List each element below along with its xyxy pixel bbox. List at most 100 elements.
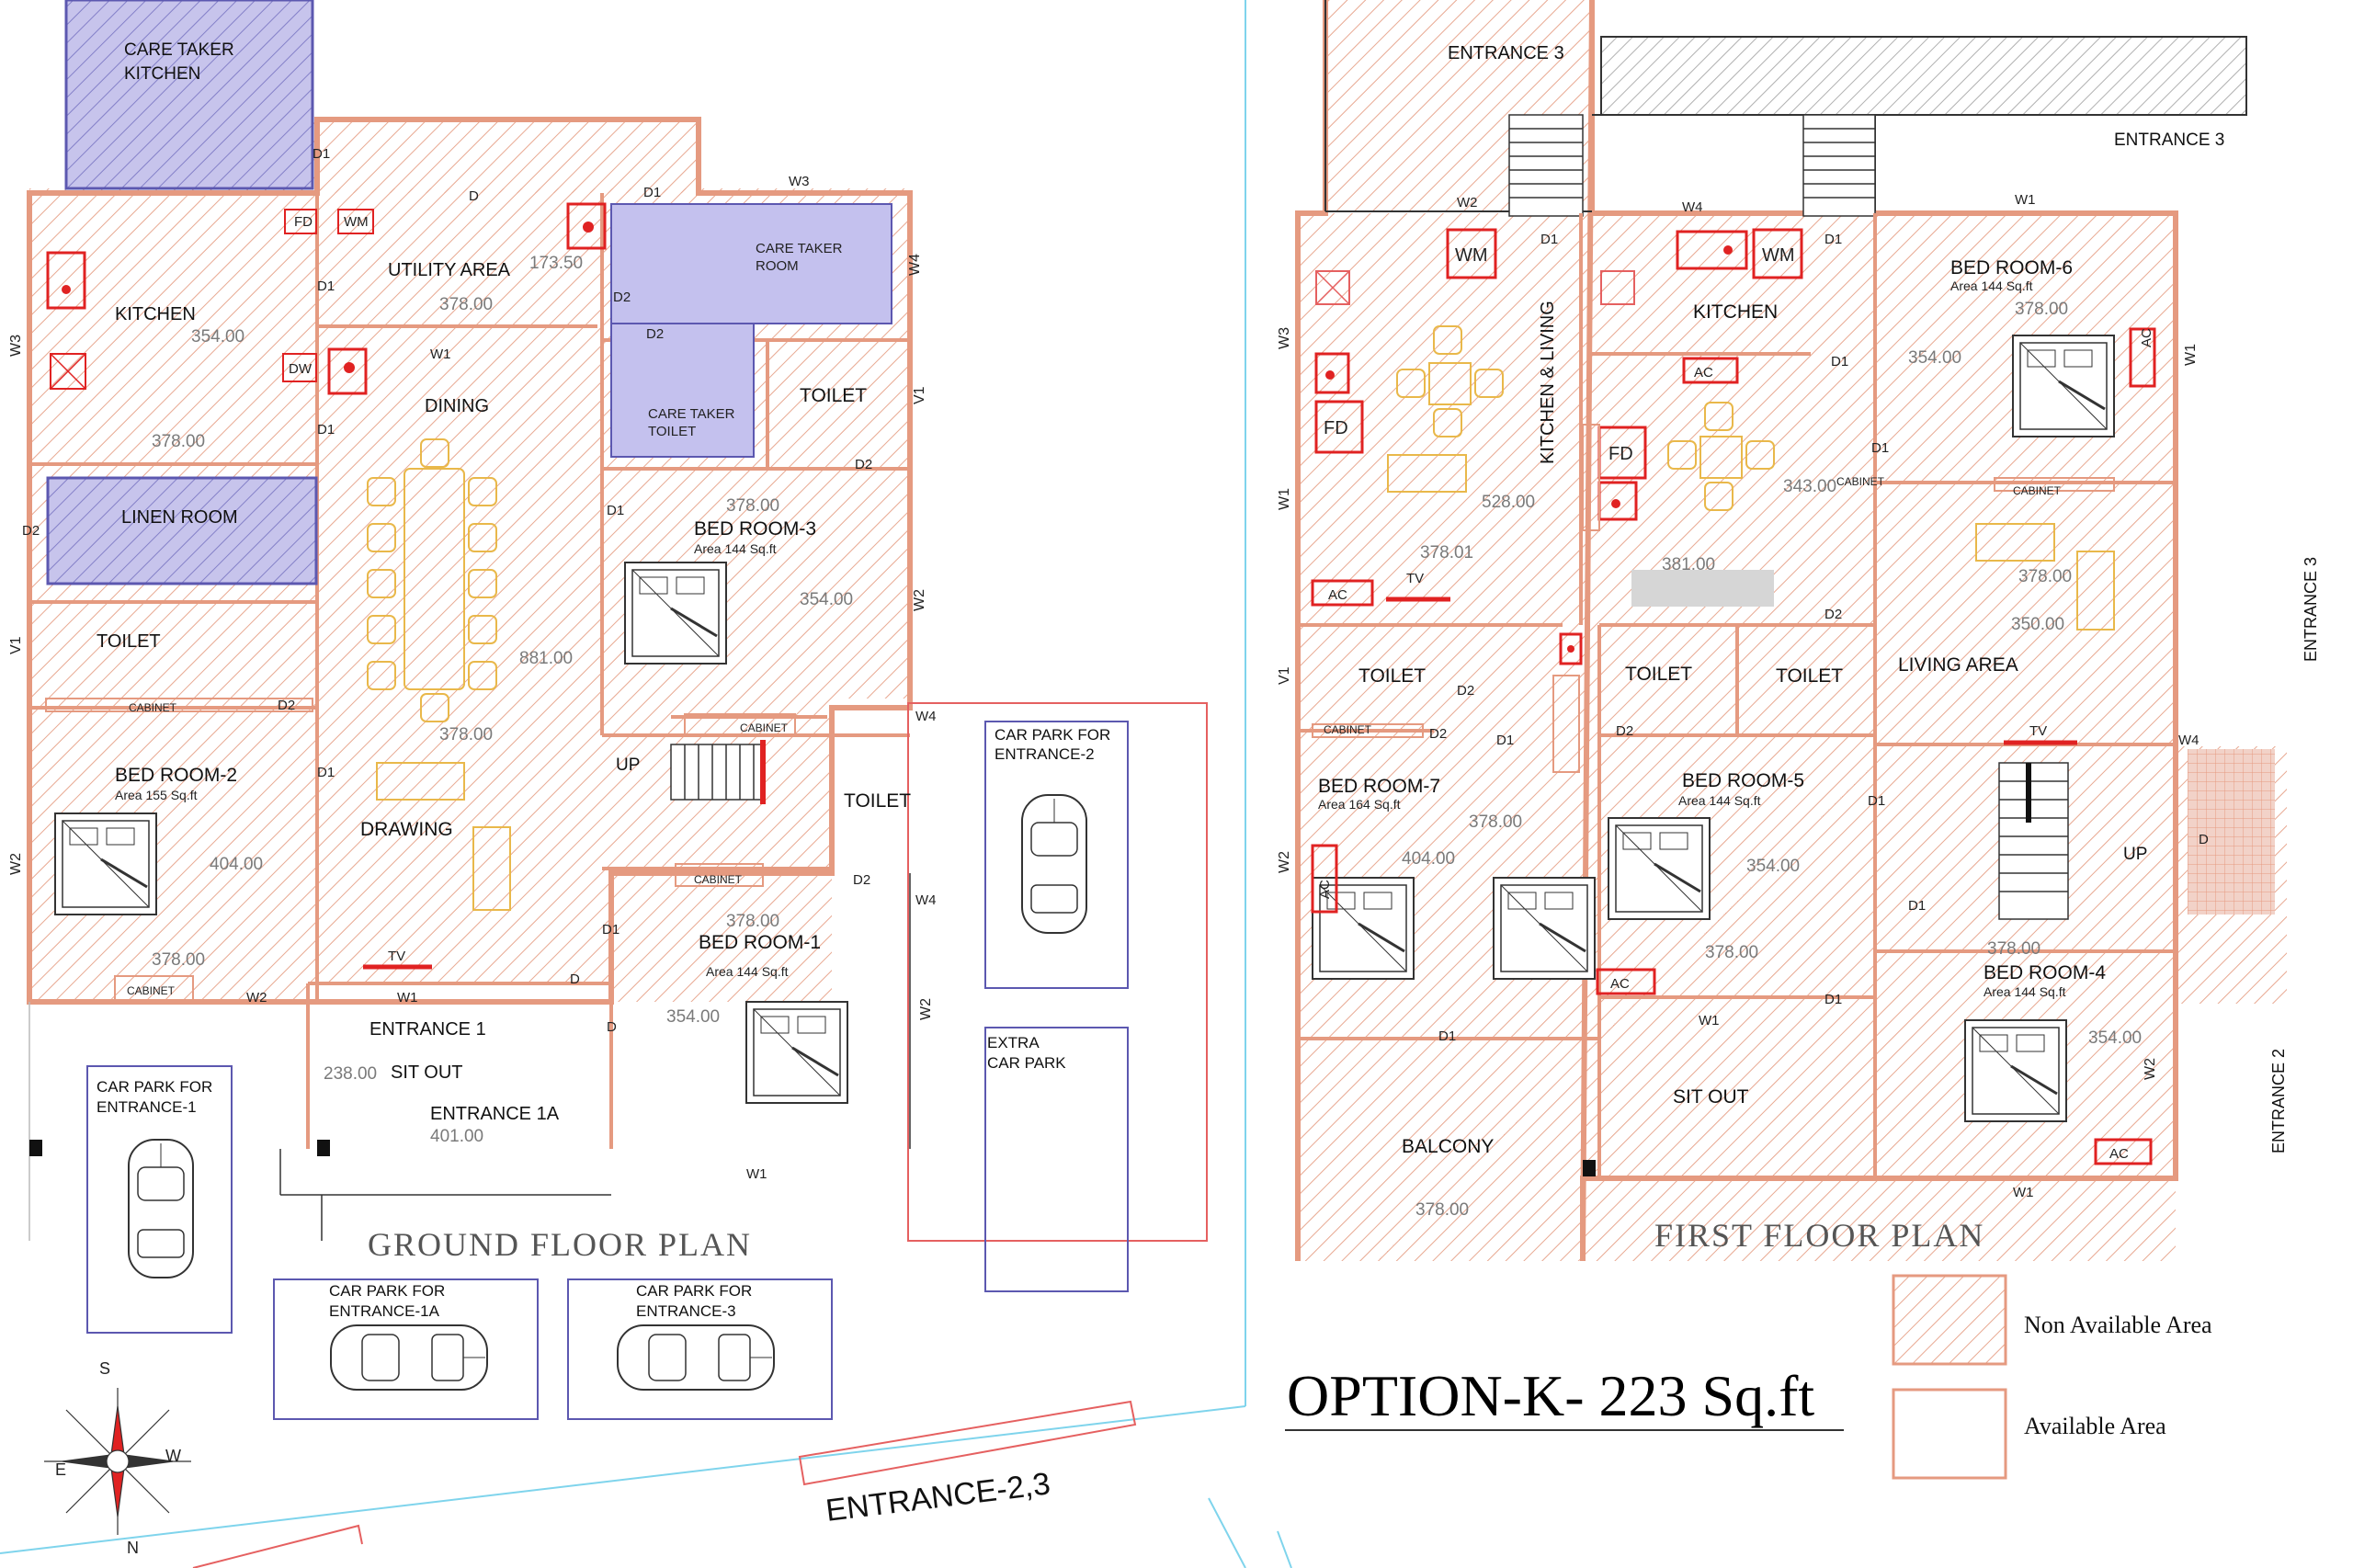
label-carpark-entrance-1-2: ENTRANCE-1 <box>97 1098 197 1116</box>
ff-tag-w4: W4 <box>1682 199 1703 215</box>
ff-tag-w1-c: W1 <box>2013 1185 2034 1200</box>
label-kitchen-living: KITCHEN & LIVING <box>1538 301 1558 464</box>
ff-tag-w2-right: W2 <box>2143 1058 2158 1080</box>
ff-tag-w1-right: W1 <box>2183 344 2199 366</box>
tag-dw: DW <box>289 361 313 377</box>
grid-block <box>2188 749 2275 915</box>
ff-tag-d2-d: D2 <box>1616 723 1633 739</box>
label-caretaker-toilet-2: TOILET <box>648 424 696 439</box>
tag-fd: FD <box>294 214 313 230</box>
ff-tag-wm-b: WM <box>1762 245 1795 266</box>
dim-173-50: 173.50 <box>529 254 583 273</box>
ff-tag-d1-e: D1 <box>1496 733 1514 748</box>
compass-e: E <box>55 1460 66 1479</box>
label-bed-room-5: BED ROOM-5 <box>1682 770 1804 791</box>
tag-d2-e: D2 <box>278 698 295 713</box>
tag-d-entrance: D <box>607 1019 617 1035</box>
label-sit-out: SIT OUT <box>391 1062 463 1083</box>
ground-floor-title: GROUND FLOOR PLAN <box>368 1226 752 1263</box>
dim-354-b: 354.00 <box>800 590 853 609</box>
tag-cabinet-a: CABINET <box>740 722 789 734</box>
ff-tag-d2-a: D2 <box>1824 607 1842 622</box>
dim-378-e: 378.00 <box>152 950 205 970</box>
tag-d2-d: D2 <box>22 523 40 539</box>
dim-ff-343: 343.00 <box>1783 477 1836 496</box>
tag-w2-left: W2 <box>8 853 24 875</box>
ff-tag-d1-d: D1 <box>1871 440 1889 456</box>
first-floor-plan: ENTRANCE 3 ENTRANCE 3 ENTRANCE 3 ENTRANC… <box>1277 0 2320 1262</box>
ff-tag-w1-b: W1 <box>1699 1013 1720 1028</box>
tag-d2-b: D2 <box>646 326 664 342</box>
bed-room-5-bed <box>1607 816 1711 921</box>
label-bed-room-1-area: Area 144 Sq.ft <box>706 964 789 979</box>
entrance-road <box>0 0 1292 1568</box>
ff-tag-d1-g: D1 <box>1908 898 1926 914</box>
tag-d-utility: D <box>469 188 479 204</box>
tag-d2-f: D2 <box>853 872 870 888</box>
ground-floor-plan: CARE TAKER KITCHEN KITCHEN UTILITY AREA … <box>0 0 1292 1568</box>
ff-tag-ac-d: AC <box>2109 1146 2129 1162</box>
label-bed-room-4-area: Area 144 Sq.ft <box>1984 984 2066 999</box>
tag-w3-left: W3 <box>8 335 24 357</box>
label-toilet-right: TOILET <box>800 385 867 406</box>
parking-zones <box>86 702 1208 1420</box>
tag-d1-e: D1 <box>607 503 624 518</box>
label-toilet-mid: TOILET <box>844 790 911 812</box>
tag-w3: W3 <box>789 174 810 189</box>
ff-tag-d1-b: D1 <box>1824 232 1842 247</box>
tag-w2: W2 <box>246 990 267 1006</box>
label-bed-room-7: BED ROOM-7 <box>1318 776 1440 797</box>
label-bed-room-2-area: Area 155 Sq.ft <box>115 788 198 802</box>
label-extra-car-park-1: EXTRA <box>987 1034 1040 1051</box>
label-bed-room-4: BED ROOM-4 <box>1984 962 2106 983</box>
legend-swatch-available <box>1892 1388 2007 1480</box>
tag-d1-g: D1 <box>602 922 620 937</box>
ff-tag-w1-a: W1 <box>2015 192 2036 208</box>
label-bed-room-2: BED ROOM-2 <box>115 765 237 786</box>
ff-tag-tv-a: TV <box>1406 571 1424 586</box>
tag-w4-b: W4 <box>915 892 937 908</box>
label-balcony: BALCONY <box>1402 1136 1494 1157</box>
label-carpark-entrance-1a-1: CAR PARK FOR <box>329 1282 445 1300</box>
car-entrance-1 <box>128 1139 194 1278</box>
dim-ff-404: 404.00 <box>1402 849 1455 869</box>
dim-ff-354-a: 354.00 <box>1908 348 1961 368</box>
label-bed-room-6: BED ROOM-6 <box>1950 257 2073 278</box>
ff-tag-up: UP <box>2123 845 2147 864</box>
label-bed-room-3: BED ROOM-3 <box>694 518 816 540</box>
legend-available-label: Available Area <box>2024 1413 2166 1439</box>
legend: Non Available Area Available Area <box>1892 1274 2212 1480</box>
tag-v1-left: V1 <box>8 636 24 654</box>
label-bed-room-1: BED ROOM-1 <box>699 932 821 953</box>
bed-room-1-bed <box>745 1000 849 1105</box>
label-caretaker-room-2: ROOM <box>756 258 799 274</box>
caretaker-toilet-area <box>610 323 755 458</box>
ff-tag-ac-f: AC <box>1317 880 1333 899</box>
tag-w4-right: W4 <box>907 254 923 276</box>
tag-wm: WM <box>344 214 369 230</box>
ff-tag-w4-b: W4 <box>2178 733 2200 748</box>
bed-room-3-bed <box>623 561 728 665</box>
compass-w: W <box>165 1447 181 1465</box>
first-dining-sets <box>1387 325 2115 631</box>
first-fixtures <box>1311 228 2156 1165</box>
label-entrance-3-top: ENTRANCE 3 <box>1448 43 1564 63</box>
label-entrance-3-side: ENTRANCE 3 <box>2302 557 2320 662</box>
label-extra-car-park-2: CAR PARK <box>987 1054 1066 1072</box>
dim-ff-378-c: 378.00 <box>2018 567 2072 586</box>
caretaker-kitchen-area <box>64 0 314 190</box>
tag-up: UP <box>616 756 640 775</box>
label-linen-room: LINEN ROOM <box>121 507 238 528</box>
ff-tag-w1-left: W1 <box>1277 488 1292 510</box>
ff-tag-d1-i: D1 <box>1438 1028 1456 1044</box>
legend-swatch-non-available <box>1892 1274 2007 1366</box>
label-toilet-b: TOILET <box>1625 664 1692 685</box>
car-entrance-2 <box>1021 794 1087 934</box>
bed-room-2-bed <box>53 812 158 916</box>
bed-room-4-bed <box>1963 1018 2068 1123</box>
tag-d1-b: D1 <box>643 185 661 200</box>
label-entrance-1: ENTRANCE 1 <box>369 1019 486 1040</box>
dim-ff-350: 350.00 <box>2011 615 2064 634</box>
ff-tag-d2-c: D2 <box>1429 726 1447 742</box>
ff-tag-w2-left: W2 <box>1277 851 1292 873</box>
